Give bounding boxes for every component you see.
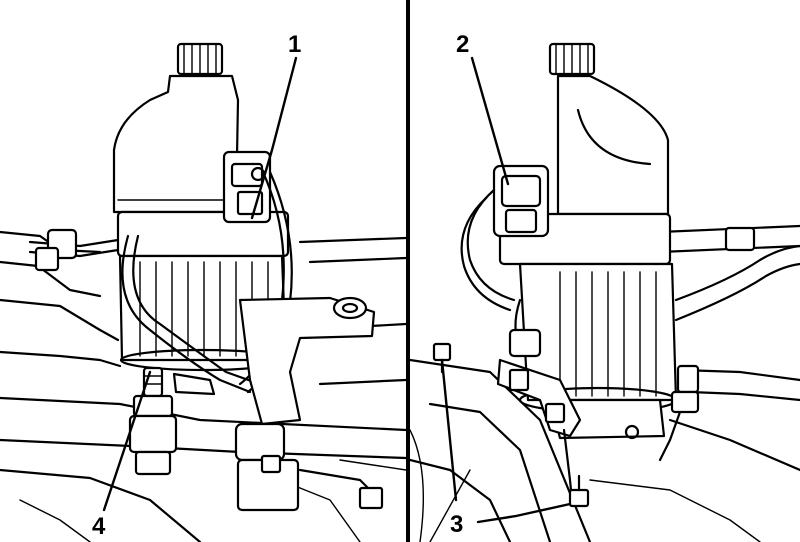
callout-2: 2 [456, 31, 469, 58]
nut-4 [128, 366, 178, 476]
fluid-reservoir [112, 42, 240, 214]
right-illustration: 2 3 [410, 31, 800, 542]
fluid-reservoir [548, 42, 670, 216]
mounting-bracket [238, 296, 376, 426]
leader-1 [250, 56, 298, 220]
pump-motor [498, 212, 678, 440]
left-illustration: 1 4 [0, 31, 406, 542]
callout-3: 3 [450, 511, 463, 538]
bolt-3-lower [568, 474, 590, 508]
leader-4 [102, 370, 152, 512]
electrical-connector [492, 164, 550, 238]
leader-3a [440, 358, 458, 502]
lower-clamp [234, 422, 384, 512]
panel-divider [406, 0, 410, 542]
electrical-connector [222, 150, 272, 224]
callout-1: 1 [288, 31, 301, 58]
mounting-bracket [496, 358, 582, 502]
callout-4: 4 [92, 513, 106, 540]
leader-2 [470, 56, 510, 186]
hose-fitting [658, 364, 700, 462]
left-panel: 1 4 [0, 31, 406, 542]
leader-3b [476, 502, 572, 524]
hoses [460, 188, 800, 358]
right-panel: 2 3 [410, 0, 800, 542]
